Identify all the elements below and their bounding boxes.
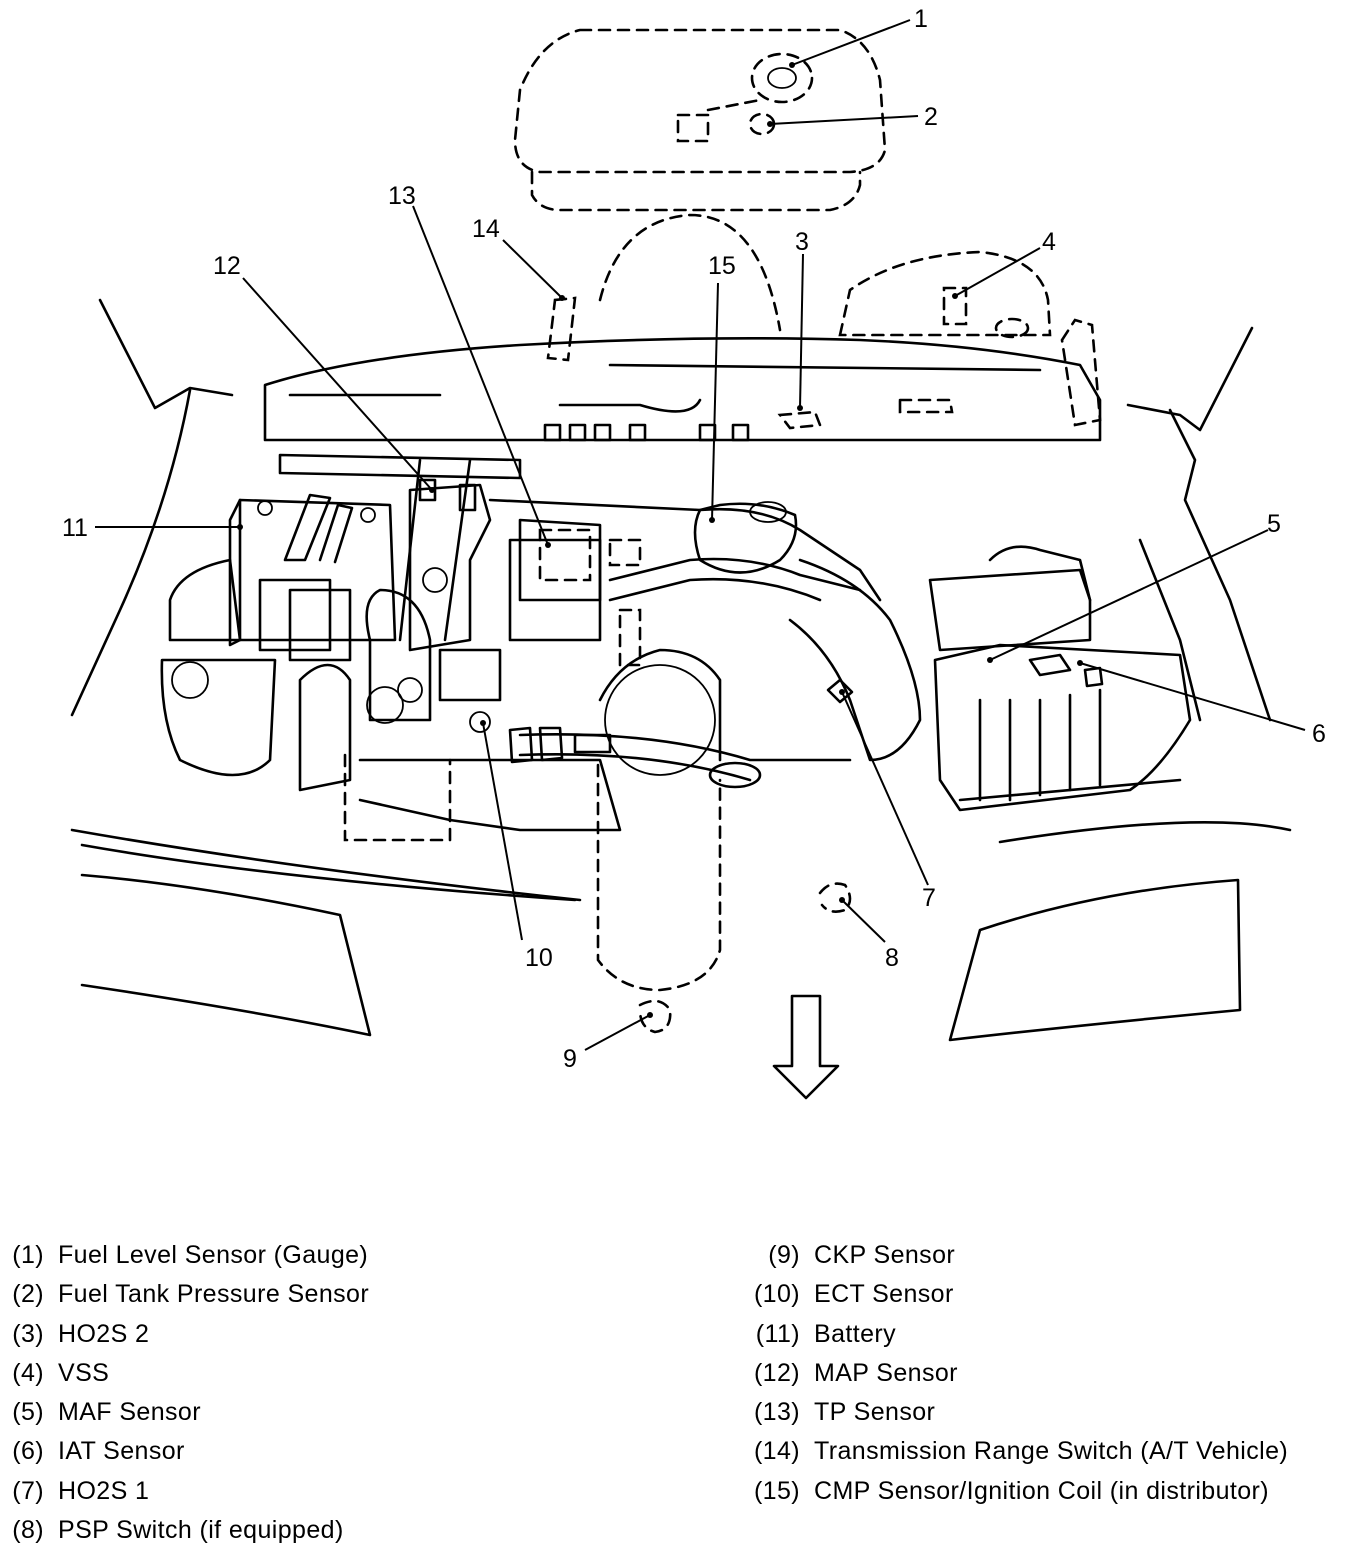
- callout-1: 1: [914, 5, 928, 33]
- callout-10: 10: [525, 944, 553, 972]
- legend-left-column: (1) Fuel Level Sensor (Gauge) (2) Fuel Tan…: [8, 1236, 369, 1550]
- legend-label: Fuel Level Sensor (Gauge): [58, 1241, 369, 1269]
- legend-item: (3) HO2S 2: [8, 1315, 369, 1354]
- rear-axle-outline: [838, 250, 1102, 427]
- legend-label: Transmission Range Switch (A/T Vehicle): [814, 1437, 1289, 1466]
- battery-drawing: [160, 493, 397, 777]
- legend-number: (11): [755, 1319, 800, 1348]
- callout-7: 7: [922, 884, 936, 912]
- sensor-symbols: [469, 678, 854, 1034]
- legend-label: MAP Sensor: [814, 1358, 958, 1387]
- legend-number: (7): [12, 1476, 44, 1505]
- callout-11: 11: [62, 514, 88, 542]
- legend-label: Fuel Tank Pressure Sensor: [58, 1280, 370, 1309]
- legend-label: IAT Sensor: [58, 1437, 185, 1466]
- callout-14: 14: [472, 215, 500, 243]
- legend-label: HO2S 2: [58, 1319, 150, 1348]
- legend-item: (5) MAF Sensor: [8, 1393, 369, 1432]
- legend-label: Battery: [814, 1319, 896, 1348]
- callout-12: 12: [213, 252, 241, 280]
- legend-number: (15): [753, 1476, 800, 1505]
- legend-item: (4) VSS: [8, 1354, 369, 1393]
- body-outline: [70, 298, 1292, 1042]
- legend-number: (1): [12, 1241, 44, 1269]
- legend-number: (3): [12, 1319, 44, 1348]
- engine-compartment-diagram: 1 2 3 4 5 6 7 8 9 10 11 12 13 14 15: [62, 5, 1326, 1100]
- engine-drawing: [298, 458, 922, 832]
- fuel-tank-outline: [513, 28, 887, 212]
- callout-2: 2: [924, 103, 938, 131]
- callout-leaders: [95, 19, 1306, 1051]
- transmission-tunnel-outline: [343, 213, 782, 992]
- legend-number: (8): [12, 1516, 44, 1545]
- legend-item: (7) HO2S 1: [8, 1472, 369, 1511]
- legend-label: CMP Sensor/Ignition Coil (in distributor…: [814, 1476, 1269, 1505]
- legend-item: (14) Transmission Range Switch (A/T Vehic…: [748, 1432, 1288, 1471]
- legend-item: (15) CMP Sensor/Ignition Coil (in distrib…: [748, 1472, 1288, 1511]
- legend-number: (14): [753, 1437, 800, 1466]
- front-direction-arrow: [772, 994, 840, 1100]
- legend-number: (9): [768, 1241, 800, 1269]
- legend-label: PSP Switch (if equipped): [58, 1516, 344, 1545]
- legend-item: (9) CKP Sensor: [748, 1236, 1288, 1275]
- callout-13: 13: [388, 182, 416, 210]
- legend-number: (12): [753, 1358, 800, 1387]
- callout-15: 15: [708, 252, 736, 280]
- callout-3: 3: [795, 228, 809, 256]
- legend-number: (5): [12, 1398, 44, 1427]
- legend-label: MAF Sensor: [58, 1398, 201, 1427]
- legend-number: (6): [12, 1437, 44, 1466]
- legend-label: CKP Sensor: [814, 1241, 956, 1269]
- callout-8: 8: [885, 944, 899, 972]
- legend-label: TP Sensor: [814, 1398, 936, 1427]
- legend-item: (6) IAT Sensor: [8, 1432, 369, 1471]
- legend-item: (8) PSP Switch (if equipped): [8, 1511, 369, 1550]
- legend-number: (13): [753, 1398, 800, 1427]
- legend-item: (10) ECT Sensor: [748, 1275, 1288, 1314]
- legend-number: (2): [12, 1280, 44, 1309]
- air-cleaner-drawing: [928, 545, 1192, 812]
- legend-number: (4): [12, 1358, 44, 1387]
- callout-5: 5: [1267, 510, 1281, 538]
- legend-item: (13) TP Sensor: [748, 1393, 1288, 1432]
- legend-item: (12) MAP Sensor: [748, 1354, 1288, 1393]
- legend-item: (11) Battery: [748, 1315, 1288, 1354]
- legend-label: VSS: [58, 1358, 110, 1387]
- callout-numbers: 1 2 3 4 5 6 7 8 9 10 11 12 13 14 15: [62, 5, 1326, 1073]
- callout-4: 4: [1042, 228, 1056, 256]
- legend-item: (1) Fuel Level Sensor (Gauge): [8, 1236, 369, 1275]
- legend-label: ECT Sensor: [814, 1280, 954, 1309]
- legend-label: HO2S 1: [58, 1476, 150, 1505]
- legend-item: (2) Fuel Tank Pressure Sensor: [8, 1275, 369, 1314]
- legend-number: (10): [753, 1280, 800, 1309]
- callout-9: 9: [563, 1045, 577, 1073]
- legend-right-column: (9) CKP Sensor (10) ECT Sensor (11) Battery…: [748, 1236, 1288, 1511]
- callout-6: 6: [1312, 720, 1326, 748]
